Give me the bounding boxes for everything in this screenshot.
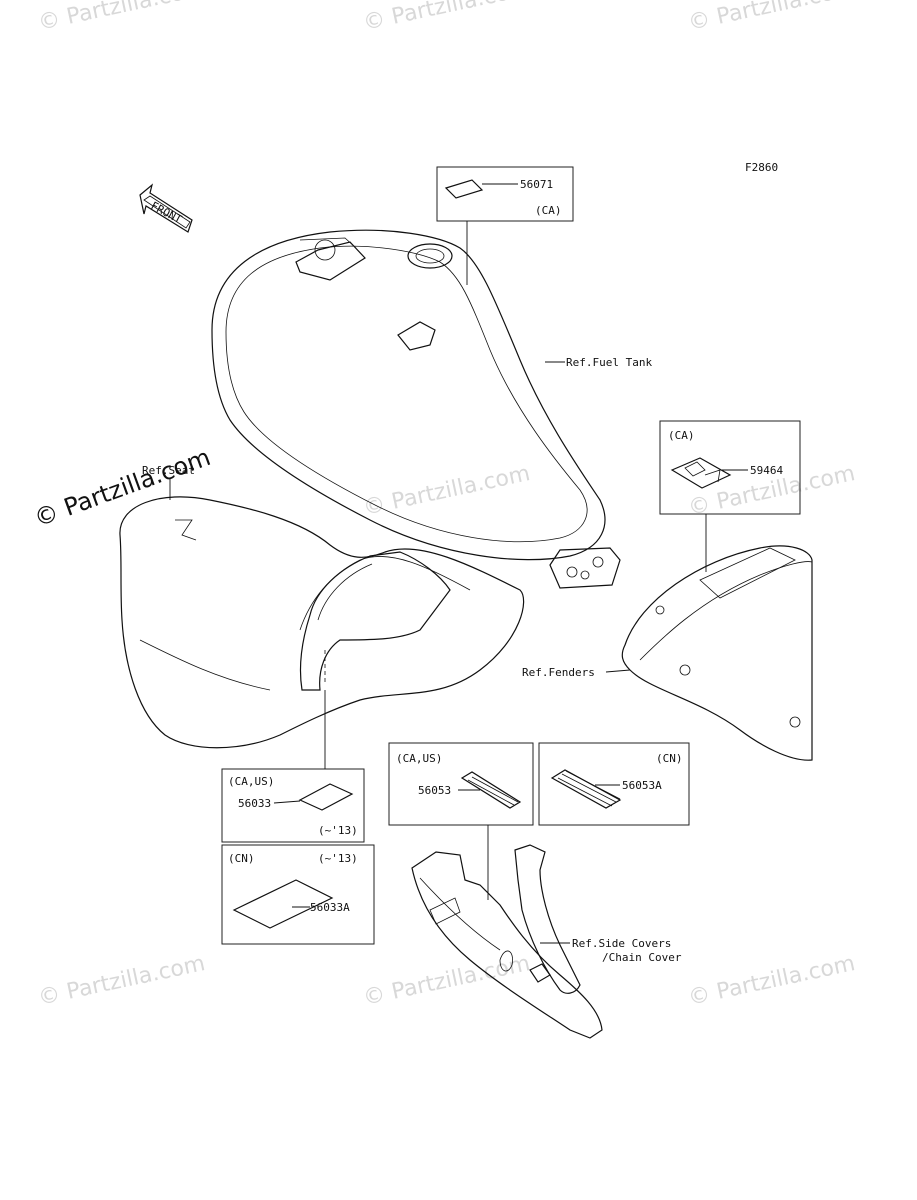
callout-box xyxy=(388,742,534,826)
watermark: © Partzilla.com xyxy=(686,0,857,36)
label-decal-icon xyxy=(460,771,522,809)
callout-box xyxy=(659,420,801,515)
front-arrow-icon: FRONT xyxy=(139,183,193,233)
part-number: 56053 xyxy=(418,784,451,797)
watermark: © Partzilla.com xyxy=(361,461,532,521)
watermark: © Partzilla.com xyxy=(686,951,857,1011)
watermark: © Partzilla.com xyxy=(36,951,207,1011)
figure-code: F2860 xyxy=(745,161,778,174)
fuel-tank-drawing xyxy=(211,229,621,589)
part-number: 59464 xyxy=(750,464,783,477)
fender-drawing xyxy=(621,545,813,761)
date-range: (~'13) xyxy=(318,852,358,865)
side-cover-drawing xyxy=(411,844,603,1039)
label-decal-icon xyxy=(550,769,622,809)
seat-drawing xyxy=(119,496,525,749)
ref-seat-label: Ref.Seat xyxy=(142,464,195,477)
callout-box xyxy=(221,768,365,843)
region-code: (CN) xyxy=(228,852,255,865)
leader-line xyxy=(273,800,301,804)
ref-fuel-tank-label: Ref.Fuel Tank xyxy=(566,356,652,369)
callout-56033[interactable]: (CA,US) 56033 (~'13) xyxy=(221,690,365,843)
callout-box xyxy=(436,166,574,222)
ref-chain-cover-label: /Chain Cover xyxy=(602,951,682,964)
region-code: (CA,US) xyxy=(228,775,274,788)
label-decal-icon xyxy=(298,783,354,811)
watermark-main: © Partzilla.com xyxy=(30,443,214,533)
part-number: 56053A xyxy=(622,779,662,792)
ref-fenders-label: Ref.Fenders xyxy=(522,666,595,679)
region-code: (CA) xyxy=(535,204,562,217)
part-number: 56033A xyxy=(310,901,350,914)
watermark: © Partzilla.com xyxy=(361,951,532,1011)
label-decal-icon xyxy=(232,879,334,929)
callout-box xyxy=(538,742,690,826)
region-code: (CA,US) xyxy=(396,752,442,765)
callout-56071[interactable]: 56071 (CA) xyxy=(436,166,574,285)
callout-59464[interactable]: (CA) 59464 xyxy=(659,420,801,572)
watermark-layer: © Partzilla.com © Partzilla.com © Partzi… xyxy=(30,0,857,1011)
warning-label-icon xyxy=(670,457,732,489)
label-decal-icon xyxy=(444,179,484,199)
part-number: 56071 xyxy=(520,178,553,191)
watermark: © Partzilla.com xyxy=(361,0,532,36)
callout-box xyxy=(221,844,375,945)
part-number: 56033 xyxy=(238,797,271,810)
callout-56033a[interactable]: (CN) (~'13) 56033A xyxy=(221,844,375,945)
region-code: (CN) xyxy=(656,752,683,765)
callout-56053a[interactable]: (CN) 56053A xyxy=(538,742,690,826)
ref-side-covers-label: Ref.Side Covers xyxy=(572,937,671,950)
region-code: (CA) xyxy=(668,429,695,442)
leader-line xyxy=(605,669,631,673)
callout-56053[interactable]: (CA,US) 56053 xyxy=(388,742,534,900)
date-range: (~'13) xyxy=(318,824,358,837)
watermark: © Partzilla.com xyxy=(36,0,207,36)
